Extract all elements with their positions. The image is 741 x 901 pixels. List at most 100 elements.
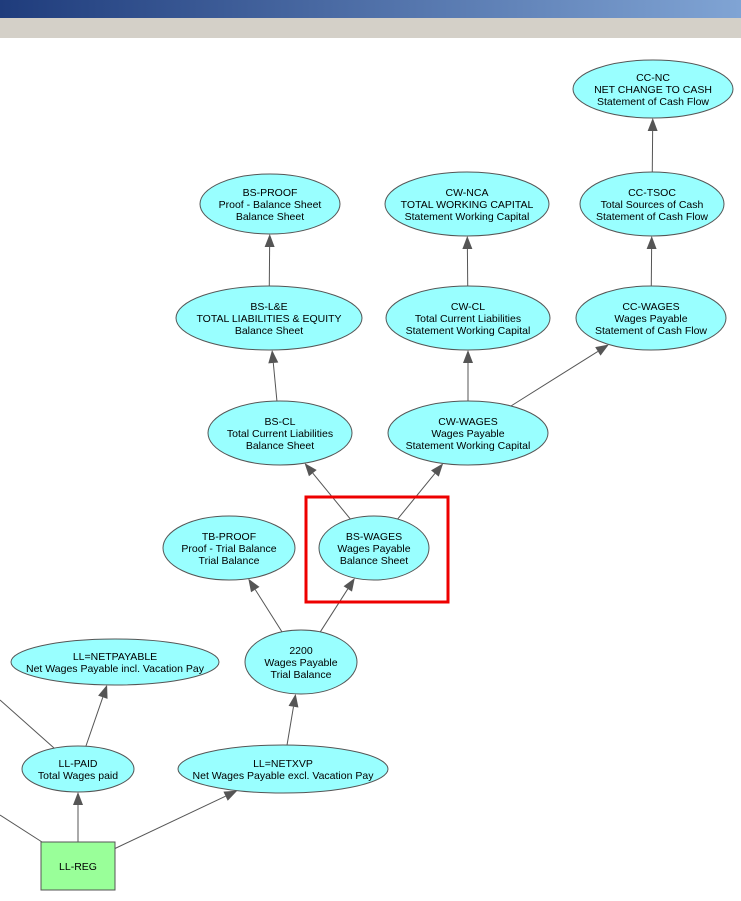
node-label-line: Statement Working Capital <box>405 211 530 223</box>
edge-offscreen <box>0 699 55 749</box>
node-label-line: Net Wages Payable incl. Vacation Pay <box>26 663 205 675</box>
node-label-line: 2200 <box>289 645 313 657</box>
toolbar <box>0 18 741 38</box>
node-label-line: NET CHANGE TO CASH <box>594 84 712 96</box>
node-label-line: CC-NC <box>636 72 670 84</box>
node-label-line: Statement of Cash Flow <box>595 325 707 337</box>
edge-BS-WAGES-to-BS-CL <box>304 463 351 520</box>
node-label-line: CC-WAGES <box>622 301 679 313</box>
node-shape <box>572 59 734 119</box>
arrowhead-icon <box>646 235 657 250</box>
node-label-line: TB-PROOF <box>202 531 256 543</box>
arrowhead-icon <box>304 463 317 477</box>
node-label-line: Total Current Liabilities <box>227 428 333 440</box>
arrowhead-icon <box>73 792 83 805</box>
node-label-line: TOTAL LIABILITIES & EQUITY <box>196 313 341 325</box>
node-label-line: Proof - Balance Sheet <box>219 199 322 211</box>
node-label-line: Balance Sheet <box>246 440 314 452</box>
node-label-line: Total Sources of Cash <box>601 199 704 211</box>
node-label-line: Proof - Trial Balance <box>181 543 276 555</box>
node-label-line: Balance Sheet <box>236 211 304 223</box>
edge-LL-REG-to-LL-PAID <box>73 792 83 842</box>
node-label-line: CW-WAGES <box>438 416 498 428</box>
edge-CC-WAGES-to-CC-TSOC <box>646 235 657 287</box>
node-label-line: CW-CL <box>451 301 485 313</box>
edge-CC-TSOC-to-CC-NC <box>647 117 658 173</box>
edge-offscreen <box>0 814 43 843</box>
node-label-line: BS-L&E <box>250 301 287 313</box>
node-shape <box>387 400 549 466</box>
node-label-line: BS-WAGES <box>346 531 402 543</box>
node-shape <box>162 515 296 581</box>
node-label-line: CC-TSOC <box>628 187 676 199</box>
arrowhead-icon <box>595 344 609 356</box>
arrowhead-icon <box>431 463 444 477</box>
node-label-line: Trial Balance <box>199 555 260 567</box>
node-label-line: Statement Working Capital <box>406 325 531 337</box>
edge-CW-WAGES-to-CW-CL <box>463 350 473 401</box>
arrowhead-icon <box>462 235 473 250</box>
edge-CW-WAGES-to-CC-WAGES <box>510 344 609 407</box>
edge-LL-PAID-to-LL=NETPAYABLE <box>85 684 108 747</box>
edge-BS-WAGES-to-CW-WAGES <box>397 463 444 520</box>
node-label-line: Wages Payable <box>264 657 337 669</box>
node-shape <box>199 173 341 235</box>
edge-LL=NETXVP-to-2200 <box>286 693 299 746</box>
arrowhead-icon <box>463 350 473 363</box>
arrowhead-icon <box>98 684 108 699</box>
edge-CW-CL-to-CW-NCA <box>462 235 473 287</box>
arrowhead-icon <box>647 117 658 132</box>
node-label-line: TOTAL WORKING CAPITAL <box>401 199 534 211</box>
node-shape <box>21 745 135 793</box>
node-shape <box>579 171 725 237</box>
arrowhead-icon <box>288 693 299 708</box>
node-label-line: Statement Working Capital <box>406 440 531 452</box>
node-shape <box>385 285 551 351</box>
node-label-line: BS-CL <box>265 416 296 428</box>
node-shape <box>244 629 358 695</box>
node-shape <box>175 285 363 351</box>
edge-BS-L&E-to-BS-PROOF <box>264 233 275 287</box>
node-label-line: Statement of Cash Flow <box>596 211 708 223</box>
edge-LL-REG-to-LL=NETXVP <box>114 790 238 849</box>
node-ll-reg[interactable]: LL-REG <box>40 841 116 891</box>
node-label-line: Total Wages paid <box>38 770 118 782</box>
node-shape <box>177 744 389 794</box>
window-title-bar <box>0 0 741 18</box>
node-label-line: BS-PROOF <box>243 187 298 199</box>
node-shape <box>207 400 353 466</box>
arrowhead-icon <box>343 577 355 592</box>
highlight-box <box>304 495 450 604</box>
node-shape <box>318 515 430 581</box>
node-shape <box>384 171 550 237</box>
node-label-line: Wages Payable <box>431 428 504 440</box>
node-label-line: Net Wages Payable excl. Vacation Pay <box>193 770 375 782</box>
arrowhead-icon <box>223 790 238 801</box>
node-label-line: LL-PAID <box>59 758 98 770</box>
edge-2200-to-BS-WAGES <box>319 577 355 633</box>
node-label-line: Balance Sheet <box>235 325 303 337</box>
node-label-line: Balance Sheet <box>340 555 408 567</box>
node-label-line: Wages Payable <box>614 313 687 325</box>
arrowhead-icon <box>268 349 279 364</box>
node-label-line: Wages Payable <box>337 543 410 555</box>
node-label-line: Statement of Cash Flow <box>597 96 709 108</box>
node-label-line: Trial Balance <box>271 669 332 681</box>
edge-2200-to-TB-PROOF <box>248 578 283 633</box>
